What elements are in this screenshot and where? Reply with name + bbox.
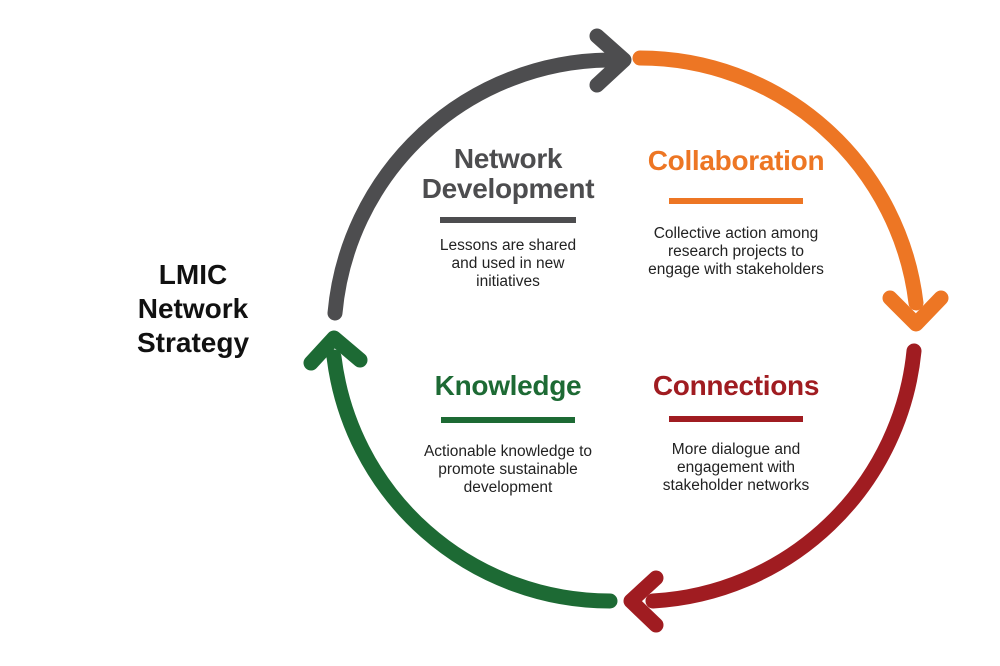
- strategy-title-line: LMIC: [158, 259, 228, 290]
- description-line: Collective action among: [653, 225, 819, 242]
- title-line: Connections: [652, 370, 820, 401]
- description-line: initiatives: [476, 273, 540, 290]
- description-line: engagement with: [676, 459, 796, 476]
- strategy-title-line: Network: [137, 293, 249, 324]
- description-line: promote sustainable: [438, 461, 578, 478]
- collaboration-description: Collective action among research project…: [626, 225, 846, 279]
- description-line: stakeholder networks: [662, 477, 810, 494]
- network-development-block: Network Development Lessons are shared a…: [398, 144, 618, 291]
- title-line: Knowledge: [434, 370, 582, 401]
- description-line: Actionable knowledge to: [423, 443, 593, 460]
- collaboration-block: Collaboration Collective action among re…: [626, 146, 846, 279]
- title-line: Development: [421, 173, 595, 204]
- strategy-title-line: Strategy: [136, 327, 250, 358]
- description-line: More dialogue and: [671, 441, 801, 458]
- collaboration-title: Collaboration: [626, 146, 846, 176]
- title-line: Network: [453, 143, 563, 174]
- strategy-title: LMIC Network Strategy: [118, 258, 268, 360]
- knowledge-arrowhead: [303, 330, 368, 371]
- network-development-divider: [440, 217, 576, 223]
- collaboration-arc: [632, 50, 924, 311]
- knowledge-description: Actionable knowledge to promote sustaina…: [398, 443, 618, 497]
- description-line: Lessons are shared: [439, 237, 577, 254]
- connections-block: Connections More dialogue and engagement…: [626, 371, 846, 495]
- connections-divider: [669, 416, 803, 422]
- collaboration-arrowhead: [882, 290, 949, 332]
- description-line: engage with stakeholders: [648, 261, 824, 278]
- network-development-arrowhead: [589, 28, 632, 93]
- network-development-arc: [327, 52, 616, 321]
- knowledge-title: Knowledge: [398, 371, 618, 401]
- knowledge-divider: [441, 417, 575, 423]
- knowledge-arc: [326, 349, 618, 609]
- connections-arc: [645, 343, 922, 609]
- connections-description: More dialogue and engagement with stakeh…: [626, 441, 846, 495]
- description-line: research projects to: [667, 243, 805, 260]
- title-line: Collaboration: [647, 145, 825, 176]
- connections-title: Connections: [626, 371, 846, 401]
- knowledge-block: Knowledge Actionable knowledge to promot…: [398, 371, 618, 497]
- network-development-description: Lessons are shared and used in new initi…: [398, 237, 618, 291]
- network-development-title: Network Development: [398, 144, 618, 204]
- collaboration-divider: [669, 198, 803, 204]
- description-line: development: [463, 479, 553, 496]
- connections-arrowhead: [623, 570, 664, 633]
- description-line: and used in new: [451, 255, 565, 272]
